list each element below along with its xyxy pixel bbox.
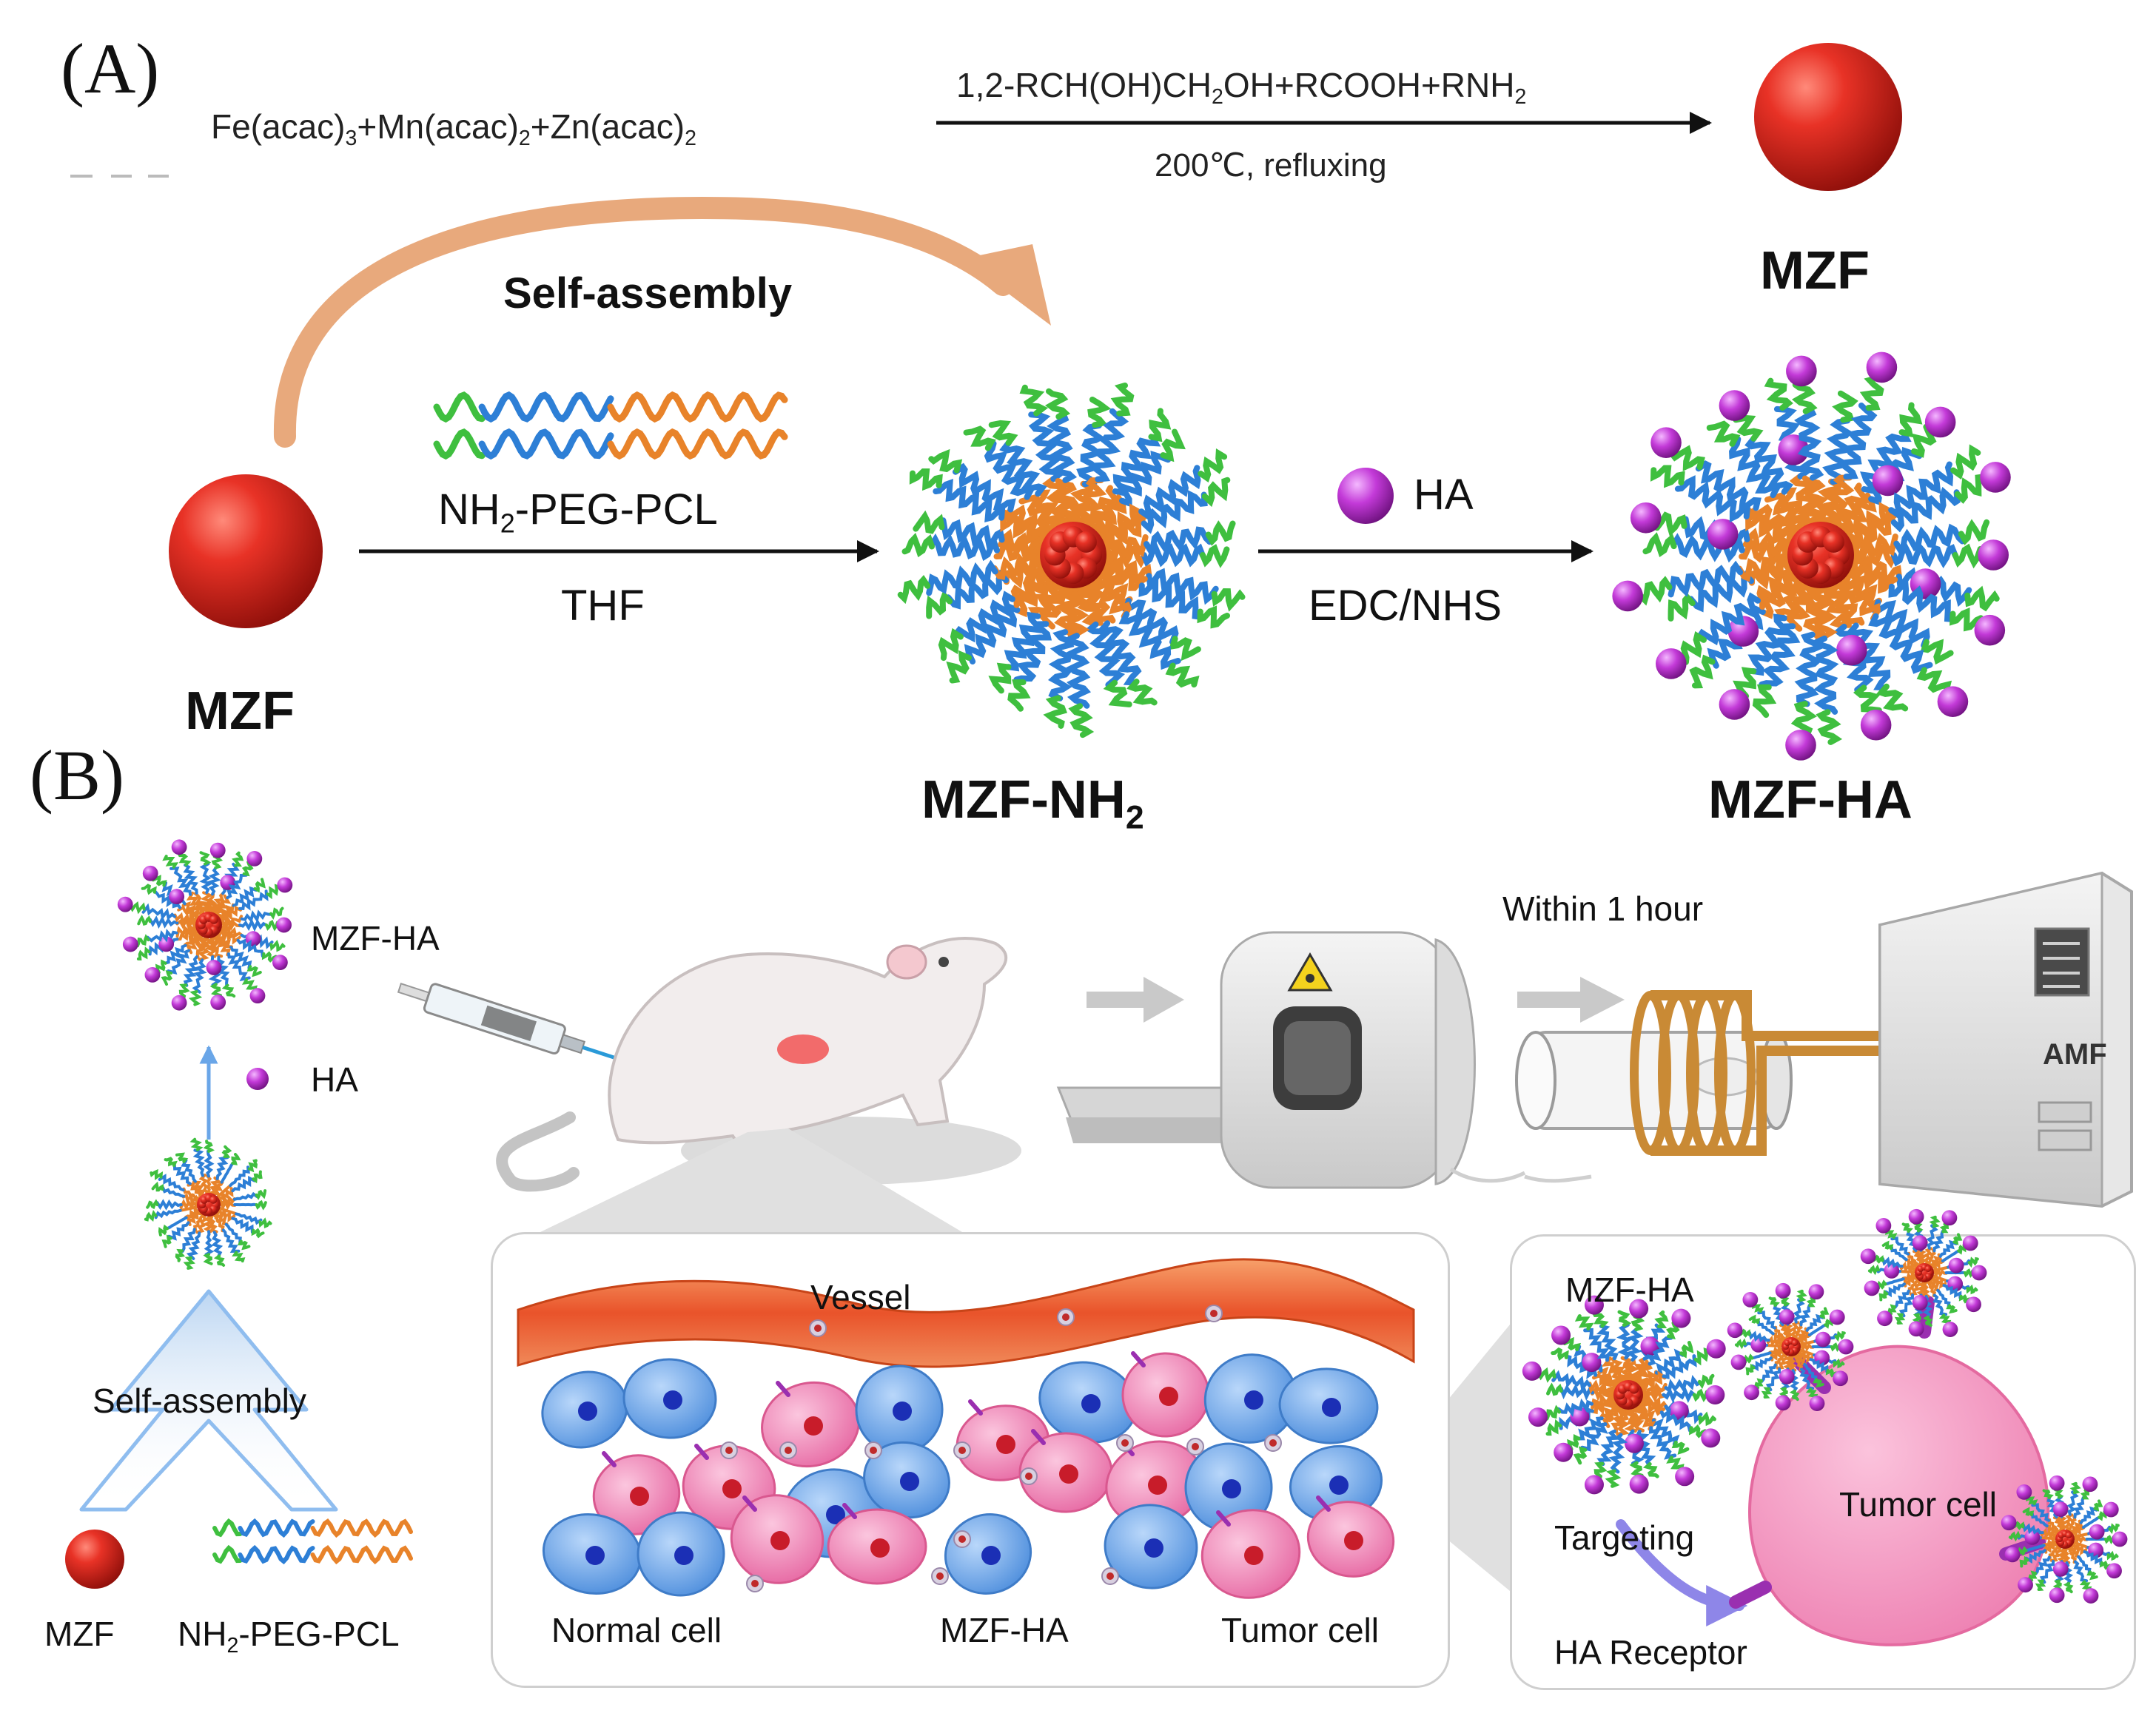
mzf-left-label: MZF: [185, 682, 295, 741]
grey-arrow-1: [1087, 977, 1184, 1023]
self-assembly-curve-arrow: [273, 197, 1051, 448]
radiation-icon: [1287, 952, 1333, 992]
within-label: Within 1 hour: [1502, 889, 1704, 928]
mzf-sphere-left: [169, 474, 323, 628]
self-assembly-label-b: Self-assembly: [93, 1382, 306, 1420]
mzf-ha-micelle: [1612, 351, 2011, 761]
ha-receptor-label: HA Receptor: [1554, 1633, 1747, 1672]
mri-scanner-icon: [1056, 931, 1526, 1189]
polymer-label-a: NH2-PEG-PCL: [438, 485, 718, 539]
ha-label-b: HA: [311, 1060, 358, 1099]
amf-label: AMF: [2043, 1038, 2107, 1071]
mzf-ha-micelle-small: [117, 839, 293, 1011]
product-top-label: MZF: [1760, 241, 1870, 300]
mzf-ha-mid-label: MZF-HA: [940, 1611, 1069, 1649]
product-ha-label: MZF-HA: [1708, 770, 1912, 830]
grey-arrow-2: [1517, 977, 1625, 1023]
polymer-label-b: NH2-PEG-PCL: [178, 1615, 400, 1658]
panel-b-letter: (B): [30, 736, 124, 815]
product-nh2-label: MZF-NH2: [921, 770, 1144, 836]
ha-ball-b: [246, 1068, 269, 1090]
mzf-ha-label-b: MZF-HA: [311, 919, 440, 958]
polymer-strands-b: [212, 1518, 413, 1565]
mzf-nh2-micelle: [897, 383, 1246, 738]
vessel-label: Vessel: [810, 1278, 911, 1316]
ha-ball: [1337, 468, 1394, 524]
reagents-top: 1,2-RCH(OH)CH2OH+RCOOH+RNH2: [956, 66, 1527, 110]
conditions: 200℃, refluxing: [1155, 147, 1387, 184]
reactants: Fe(acac)3+Mn(acac)2+Zn(acac)2: [211, 107, 696, 151]
ha-label-a: HA: [1414, 471, 1474, 519]
polymer-strands-a: [433, 391, 788, 460]
tumor-cell-right-label: Tumor cell: [1839, 1485, 1997, 1524]
mzf-label-b: MZF: [44, 1615, 115, 1653]
coupling-label: EDC/NHS: [1309, 582, 1502, 630]
normal-cell-label: Normal cell: [551, 1611, 722, 1649]
syringe-icon: [397, 983, 637, 1066]
coil-icon: [1515, 990, 1891, 1183]
tumor-cell-mid-label: Tumor cell: [1221, 1611, 1379, 1649]
self-assembly-hollow-arrow: [79, 1289, 338, 1512]
panel-a-letter: (A): [61, 29, 160, 108]
solvent-label: THF: [561, 582, 645, 630]
mzf-ha-right-label: MZF-HA: [1565, 1271, 1694, 1309]
mzf-sphere-top: [1754, 43, 1902, 191]
self-assembly-label-a: Self-assembly: [503, 269, 793, 317]
mzf-nh2-micelle-small: [144, 1137, 272, 1270]
zoom-cone: [540, 1128, 962, 1232]
targeting-label: Targeting: [1554, 1518, 1695, 1557]
amf-device-icon: [1878, 871, 2133, 1208]
mzf-sphere-b: [65, 1530, 124, 1589]
